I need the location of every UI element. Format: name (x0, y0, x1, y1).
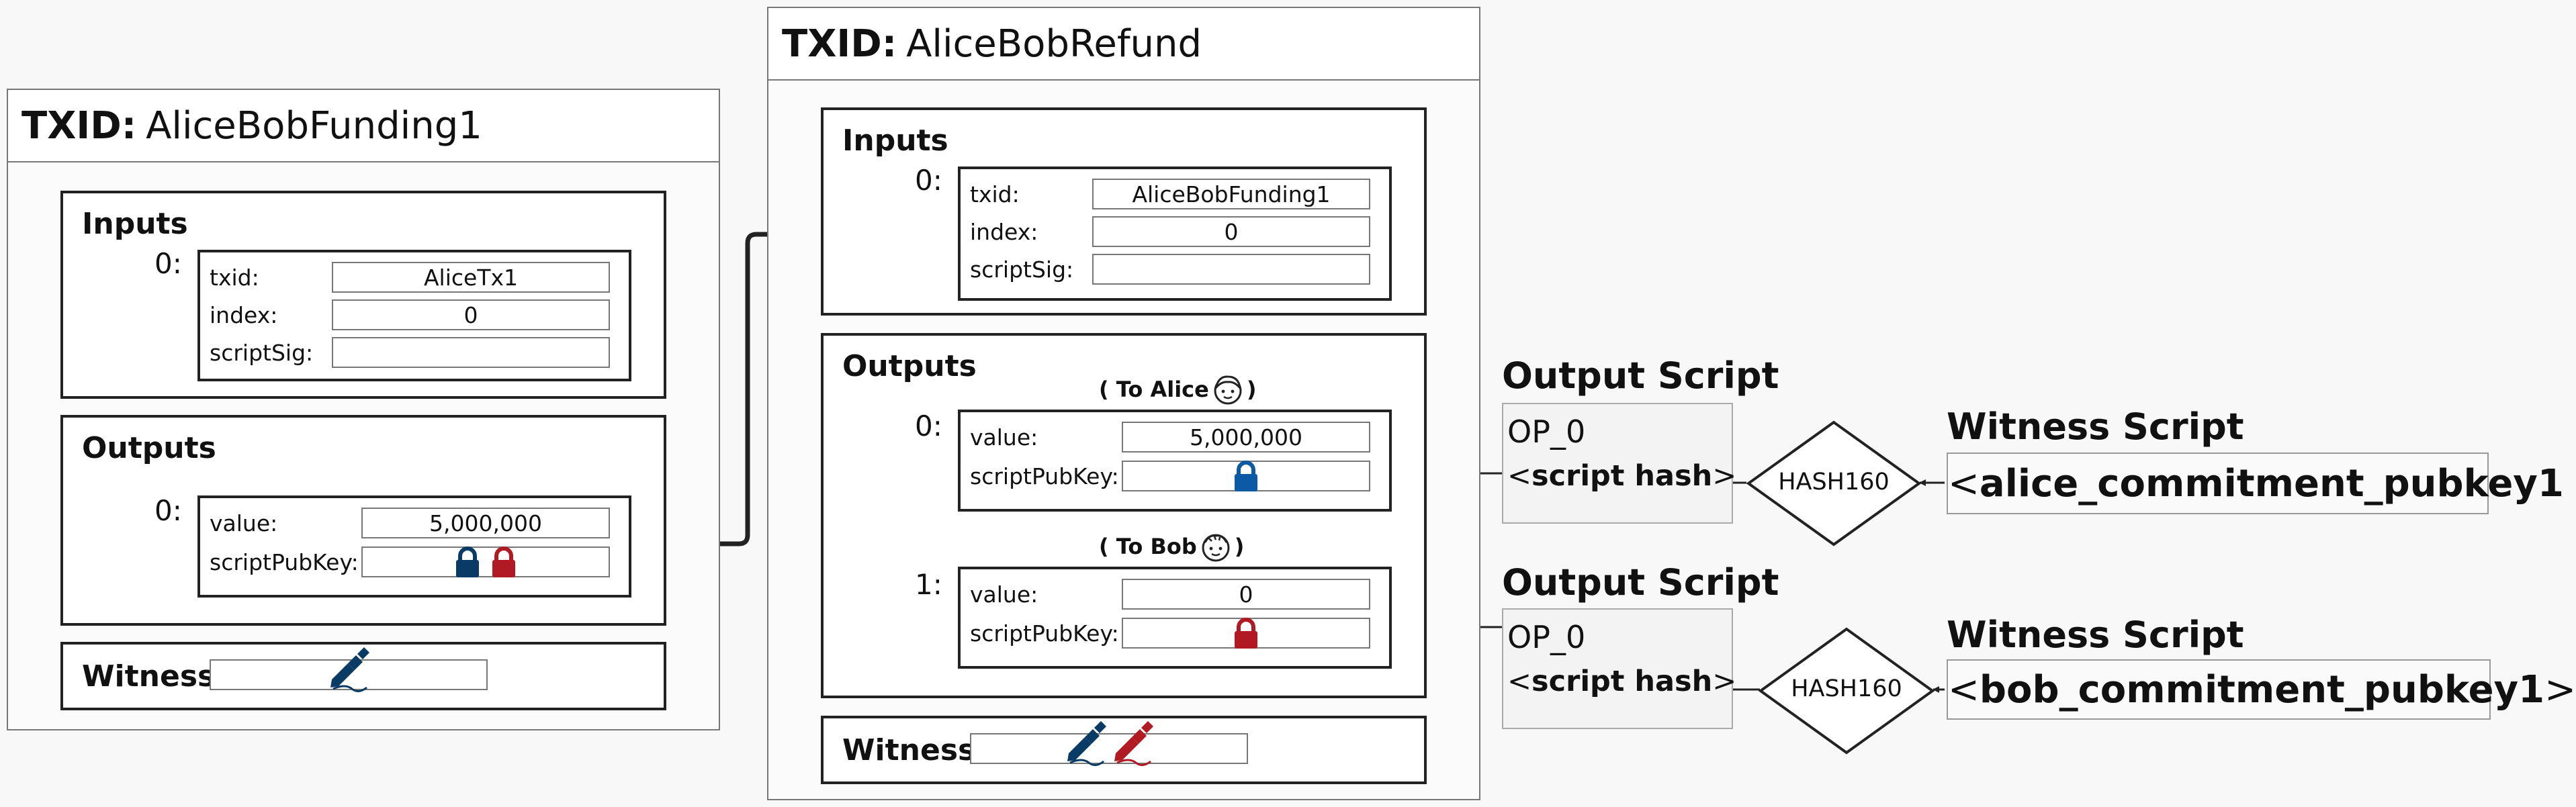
bob-output-script-box: OP_0 <script hash> (1502, 608, 1737, 729)
scriptpubkey-field (361, 547, 610, 577)
index-label: index: (210, 302, 278, 328)
witness-title: Witness (82, 659, 216, 694)
bob-pen-icon (1114, 721, 1153, 766)
alice-witness-script-box: <alice_commitment_pubkey1 (1947, 453, 2564, 514)
refund-txid: AliceBobRefund (906, 21, 1202, 66)
index-value: 0 (332, 299, 610, 330)
alice-hash160-diamond (1746, 420, 1922, 547)
script-hash: <script hash> (1507, 665, 1737, 698)
refund-witness-section: Witness (821, 716, 1427, 784)
output-0-index: 0: (915, 410, 942, 442)
alice-hash160-label: HASH160 (1778, 469, 1890, 495)
output-0-fields: value: 5,000,000 scriptPubKey: (958, 410, 1392, 512)
index-value: 0 (1092, 216, 1370, 247)
scriptpubkey-label: scriptPubKey: (970, 620, 1119, 647)
alice-lock-icon (456, 547, 479, 577)
inputs-title: Inputs (842, 124, 948, 158)
scriptsig-value (332, 337, 610, 368)
txid-label: txid: (210, 265, 259, 291)
witness-title: Witness (842, 733, 976, 767)
inputs-title: Inputs (82, 207, 188, 241)
bob-avatar-icon (1202, 534, 1230, 562)
value-field: 5,000,000 (1122, 422, 1370, 453)
scriptsig-value (1092, 254, 1370, 285)
funding-witness-section: Witness (60, 642, 666, 710)
txid-label: TXID: (21, 103, 137, 148)
outputs-title: Outputs (82, 431, 216, 465)
refund-txid-header: TXID: AliceBobRefund (768, 8, 1479, 81)
funding-outputs-section: Outputs 0: value: 5,000,000 scriptPubKey… (60, 415, 666, 626)
funding-to-refund-arrow (630, 224, 962, 547)
alice-output-script-box: OP_0 <script hash> (1502, 403, 1737, 524)
witness-field (210, 647, 488, 692)
witness-field (970, 721, 1248, 766)
txid-value: AliceTx1 (332, 262, 610, 293)
to-alice-caption: ( To Alice ) (1099, 373, 1256, 406)
alice-pen-icon (1067, 721, 1106, 766)
op-zero: OP_0 (1507, 619, 1586, 655)
outputs-title: Outputs (842, 349, 977, 383)
alice-witness-script-title: Witness Script (1947, 406, 2244, 448)
bob-witness-script-title: Witness Script (1947, 614, 2244, 656)
output-0-fields: value: 5,000,000 scriptPubKey: (197, 495, 631, 598)
txid-label: txid: (970, 181, 1020, 207)
scriptpubkey-field (1122, 461, 1370, 491)
bob-hash160-label: HASH160 (1791, 675, 1902, 702)
alice-output-script-title: Output Script (1502, 354, 1779, 397)
alice-pen-icon (330, 647, 369, 692)
refund-outputs-section: Outputs ( To Alice ) 0: value: 5,000,000… (821, 333, 1427, 698)
scriptsig-label: scriptSig: (210, 340, 314, 366)
value-field: 5,000,000 (361, 508, 610, 538)
output-index: 0: (154, 494, 182, 527)
bob-output-script-title: Output Script (1502, 561, 1779, 604)
scriptpubkey-label: scriptPubKey: (970, 463, 1119, 489)
funding-txid-header: TXID: AliceBobFunding1 (8, 90, 719, 162)
input-index: 0: (915, 164, 942, 197)
alice-lock-icon (1235, 461, 1257, 491)
input-index: 0: (154, 247, 182, 280)
output-1-fields: value: 0 scriptPubKey: (958, 567, 1392, 669)
value-field: 0 (1122, 579, 1370, 610)
refund-inputs-section: Inputs 0: txid: AliceBobFunding1 index: … (821, 107, 1427, 316)
bob-hash160-diamond (1758, 627, 1935, 755)
input-0-fields: txid: AliceTx1 index: 0 scriptSig: (197, 250, 631, 381)
value-label: value: (210, 510, 278, 536)
funding-txid: AliceBobFunding1 (146, 103, 482, 148)
txid-value: AliceBobFunding1 (1092, 179, 1370, 209)
scriptpubkey-field (1122, 618, 1370, 649)
funding-inputs-section: Inputs 0: txid: AliceTx1 index: 0 script… (60, 191, 666, 399)
output-1-index: 1: (915, 568, 942, 601)
op-zero: OP_0 (1507, 414, 1586, 450)
scriptpubkey-label: scriptPubKey: (210, 549, 359, 575)
input-0-fields: txid: AliceBobFunding1 index: 0 scriptSi… (958, 167, 1392, 301)
bob-lock-icon (1235, 618, 1257, 649)
scriptsig-label: scriptSig: (970, 256, 1074, 283)
script-hash: <script hash> (1507, 459, 1737, 493)
value-label: value: (970, 424, 1038, 450)
value-label: value: (970, 581, 1038, 608)
to-bob-caption: ( To Bob ) (1099, 530, 1244, 563)
txid-label: TXID: (782, 21, 897, 66)
funding-transaction: TXID: AliceBobFunding1 (7, 89, 720, 730)
bob-witness-script-box: <bob_commitment_pubkey1> (1947, 659, 2576, 720)
bob-lock-icon (492, 547, 515, 577)
alice-avatar-icon (1214, 375, 1242, 405)
index-label: index: (970, 219, 1038, 245)
